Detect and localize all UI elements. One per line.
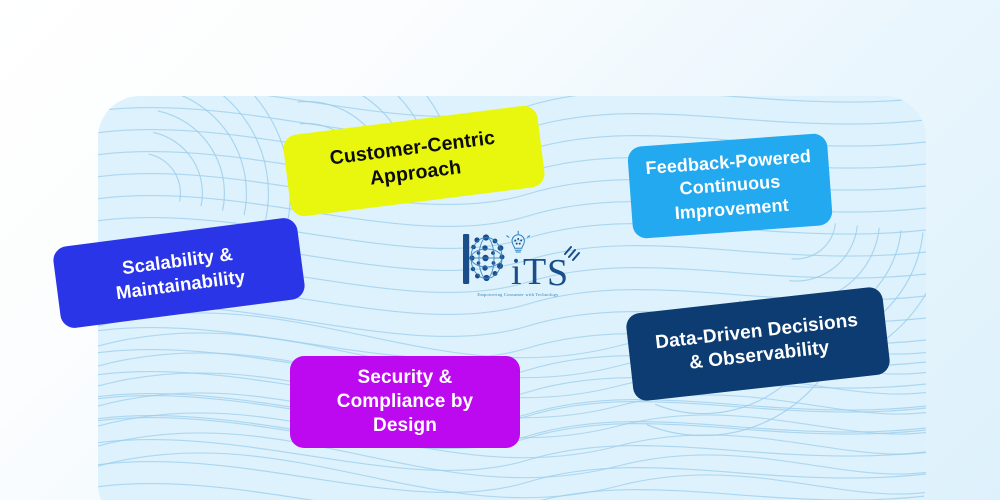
logo-tagline: Empowering Consumer with Technology <box>477 292 559 297</box>
wave-texture <box>98 96 926 500</box>
card-scalability-maintainability-label: Scalability & Maintainability <box>114 243 247 304</box>
card-security-compliance-by-design-label: Security & Compliance by Design <box>336 366 474 437</box>
card-feedback-powered-continuous-improvement[interactable]: Feedback-Powered Continuous Improvement <box>626 132 834 240</box>
logo-letter-t: T <box>523 251 546 293</box>
logo-letter-s: S <box>547 252 568 294</box>
card-feedback-powered-continuous-improvement-label: Feedback-Powered Continuous Improvement <box>644 146 812 223</box>
lightbulb-icon <box>506 230 531 253</box>
logo-letter-i: i <box>511 251 522 293</box>
card-customer-centric-approach-label: Customer-Centric Approach <box>328 126 497 190</box>
bits-logo: i T S Empowering Consumer with Technolog… <box>455 228 581 300</box>
card-security-compliance-by-design[interactable]: Security & Compliance by Design <box>290 356 520 448</box>
card-data-driven-decisions-observability-label: Data-Driven Decisions & Observability <box>654 309 859 374</box>
